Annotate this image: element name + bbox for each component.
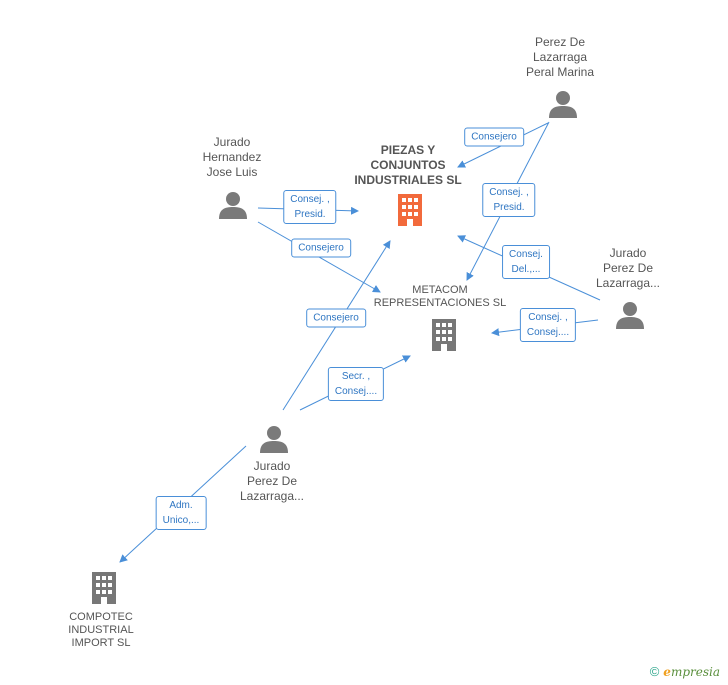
building-icon[interactable]: [88, 570, 120, 606]
person-icon[interactable]: [615, 300, 645, 330]
edge-label-pp-metacom[interactable]: Consej. , Presid.: [482, 183, 536, 217]
person-icon[interactable]: [548, 89, 578, 119]
edge-label-jb-piezas[interactable]: Consejero: [306, 308, 366, 328]
company-label-piezas[interactable]: PIEZAS Y CONJUNTOS INDUSTRIALES SL: [354, 143, 462, 187]
company-label-metacom[interactable]: METACOM REPRESENTACIONES SL: [373, 284, 507, 309]
brand-name: mpresia: [670, 665, 720, 679]
brand-initial: e: [663, 665, 671, 679]
edge-label-jr-piezas[interactable]: Consej. Del.,...: [502, 245, 550, 279]
person-label-perez-peral[interactable]: Perez De Lazarraga Peral Marina: [525, 35, 595, 79]
person-label-jurado-hernandez[interactable]: Jurado Hernandez Jose Luis: [202, 135, 262, 179]
person-label-jurado-perez-right[interactable]: Jurado Perez De Lazarraga...: [595, 246, 661, 290]
building-icon[interactable]: [428, 317, 460, 353]
edge-label-jh-metacom[interactable]: Consejero: [291, 238, 351, 258]
building-icon[interactable]: [394, 192, 426, 228]
person-icon[interactable]: [218, 190, 248, 220]
copyright-icon: ©: [649, 664, 660, 679]
edge-label-jh-piezas[interactable]: Consej. , Presid.: [283, 190, 337, 224]
edge-label-jb-compotec[interactable]: Adm. Unico,...: [155, 496, 207, 530]
person-label-jurado-perez-bottom[interactable]: Jurado Perez De Lazarraga...: [239, 459, 305, 503]
person-icon[interactable]: [259, 424, 289, 454]
copyright-footer: ©empresia: [650, 664, 720, 679]
edge-label-jr-metacom[interactable]: Consej. , Consej....: [519, 308, 577, 342]
edge-label-pp-piezas[interactable]: Consejero: [464, 127, 524, 147]
edge-label-jb-metacom[interactable]: Secr. , Consej....: [327, 367, 385, 401]
company-label-compotec[interactable]: COMPOTEC INDUSTRIAL IMPORT SL: [68, 611, 134, 649]
